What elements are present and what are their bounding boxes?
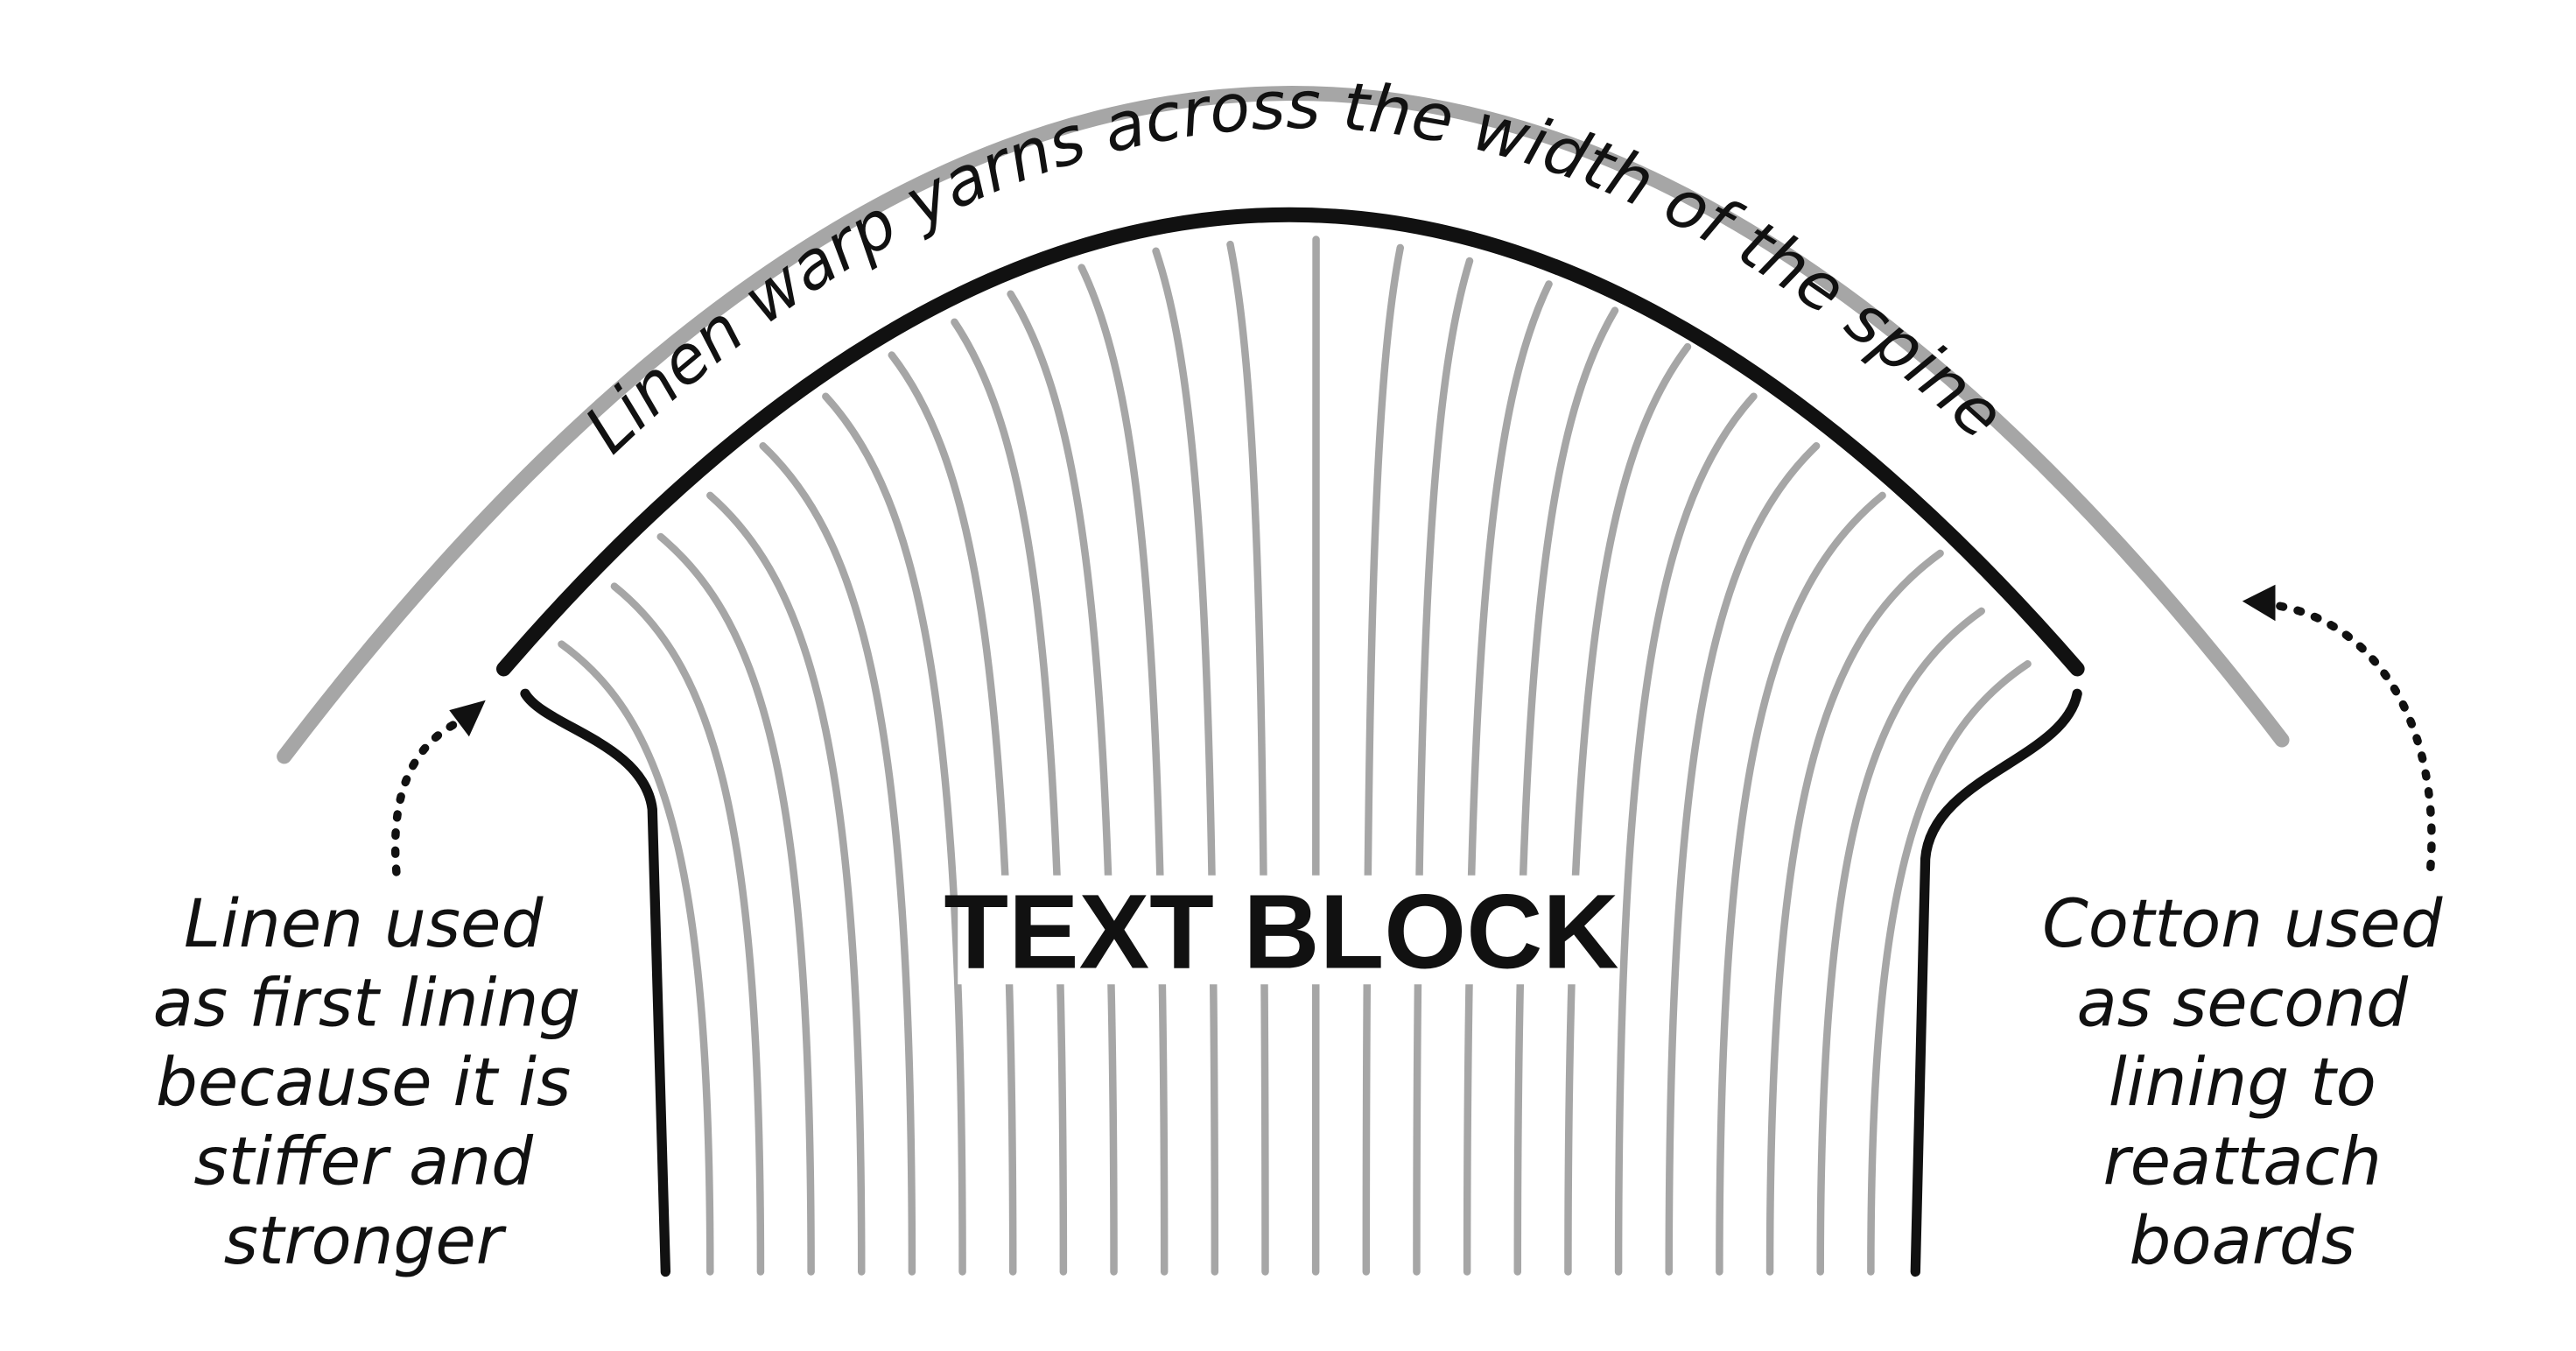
page-line bbox=[1614, 392, 1758, 1276]
arrowhead-icon bbox=[449, 700, 486, 737]
right-note: Cotton used as second lining to reattach… bbox=[2042, 885, 2443, 1279]
page-line bbox=[1716, 491, 1886, 1276]
text-block-right-edge bbox=[1910, 688, 2082, 1277]
svg-text:reattach: reattach bbox=[2103, 1122, 2382, 1200]
svg-text:as second: as second bbox=[2077, 964, 2410, 1041]
page-line bbox=[706, 491, 866, 1276]
svg-text:because it is: because it is bbox=[156, 1044, 571, 1121]
text-block-left-edge bbox=[520, 688, 671, 1277]
page-line bbox=[888, 351, 1017, 1276]
page-line bbox=[1665, 442, 1821, 1276]
svg-text:boards: boards bbox=[2130, 1202, 2355, 1279]
arrowhead-icon bbox=[2242, 584, 2276, 622]
page-line bbox=[1362, 243, 1405, 1276]
left-dotted-arrow bbox=[390, 700, 486, 876]
page-line bbox=[1564, 342, 1692, 1276]
page-line bbox=[656, 532, 815, 1276]
linen-lining-arc bbox=[496, 207, 2085, 677]
page-line bbox=[1765, 549, 1944, 1276]
page-line bbox=[1867, 660, 2032, 1276]
outer-cotton-lining-arc bbox=[277, 86, 2290, 764]
page-line bbox=[951, 318, 1068, 1276]
page-line bbox=[558, 640, 714, 1276]
svg-text:stronger: stronger bbox=[224, 1202, 507, 1279]
right-dotted-arrow bbox=[2242, 584, 2436, 872]
page-line bbox=[822, 392, 966, 1276]
page-line bbox=[610, 582, 765, 1276]
svg-text:lining to: lining to bbox=[2109, 1044, 2376, 1121]
text-block-page-lines bbox=[558, 236, 2032, 1276]
svg-text:stiffer and: stiffer and bbox=[193, 1122, 534, 1200]
svg-text:as first lining: as first lining bbox=[153, 964, 581, 1041]
page-line bbox=[1152, 247, 1219, 1276]
svg-text:Cotton used: Cotton used bbox=[2042, 885, 2443, 962]
page-line bbox=[1413, 257, 1474, 1276]
page-line bbox=[1816, 607, 1985, 1276]
page-line bbox=[759, 442, 916, 1276]
left-note: Linen used as first lining because it is… bbox=[153, 885, 581, 1279]
text-block-label: TEXT BLOCK bbox=[944, 872, 1618, 990]
page-line bbox=[1226, 240, 1269, 1276]
svg-text:Linen used: Linen used bbox=[184, 885, 544, 962]
page-line bbox=[1513, 306, 1619, 1276]
page-line bbox=[1007, 290, 1118, 1276]
page-line bbox=[1463, 280, 1553, 1276]
page-line bbox=[1077, 264, 1169, 1276]
